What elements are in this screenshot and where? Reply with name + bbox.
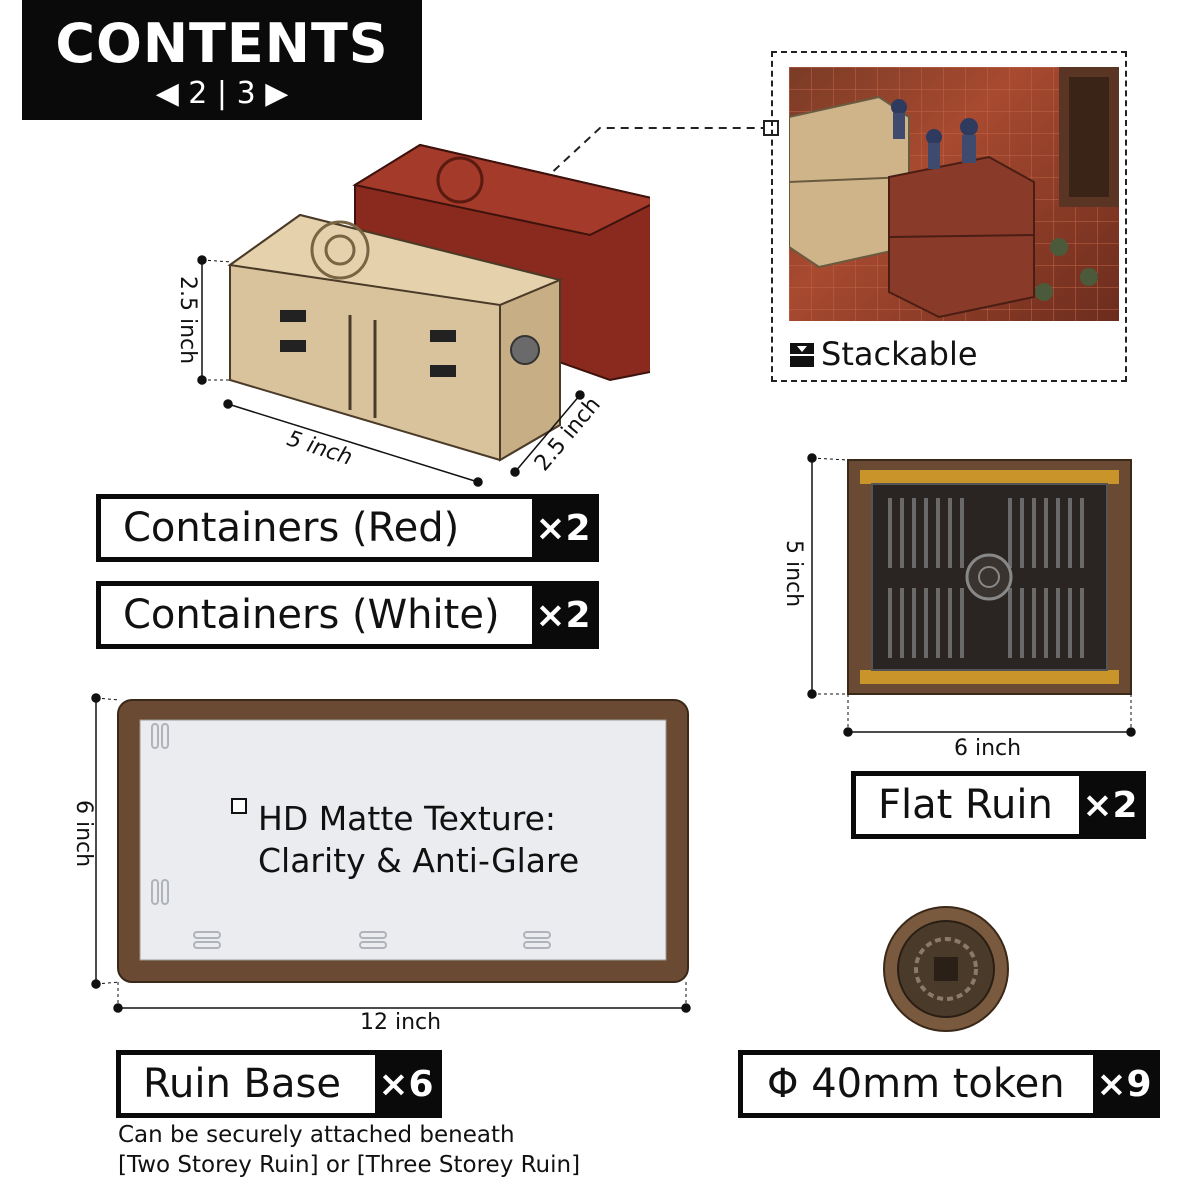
stackable-callout: Stackable: [771, 51, 1127, 382]
feature-line-2: Clarity & Anti-Glare: [258, 841, 580, 880]
containers-white-label: Containers (White) ×2: [96, 581, 599, 649]
containers-white-count: ×2: [532, 586, 594, 644]
page-pager[interactable]: ◀ 2 | 3 ▶: [155, 76, 289, 111]
ruin-base-note-2: [Two Storey Ruin] or [Three Storey Ruin]: [118, 1152, 581, 1178]
page-title: CONTENTS: [55, 12, 389, 75]
ruin-base-text: Ruin Base: [143, 1061, 341, 1107]
flat-ruin-illustration: [807, 453, 1136, 737]
containers-illustration: [197, 143, 650, 487]
containers-white-text: Containers (White): [123, 592, 500, 638]
token-label: Φ 40mm token ×9: [738, 1050, 1160, 1118]
stackable-photo: [789, 67, 1119, 321]
feature-marker: [231, 798, 247, 814]
flat-ruin-width-dim: 6 inch: [954, 736, 1022, 761]
stackable-text: Stackable: [821, 335, 978, 373]
ruin-base-label: Ruin Base ×6: [116, 1050, 442, 1118]
token-illustration: [883, 906, 1009, 1032]
feature-callout: HD Matte Texture: Clarity & Anti-Glare: [258, 798, 579, 882]
containers-red-count: ×2: [532, 499, 594, 557]
ruin-base-height-dim: 6 inch: [71, 800, 96, 868]
flat-ruin-text: Flat Ruin: [878, 782, 1053, 828]
header-banner: CONTENTS ◀ 2 | 3 ▶: [22, 0, 422, 120]
feature-line-1: HD Matte Texture:: [258, 799, 556, 838]
ruin-base-width-dim: 12 inch: [360, 1010, 442, 1035]
flat-ruin-label: Flat Ruin ×2: [851, 771, 1146, 839]
ruin-base-note-1: Can be securely attached beneath: [118, 1122, 515, 1148]
flat-ruin-count: ×2: [1079, 776, 1141, 834]
stack-icon: [790, 343, 814, 367]
container-height-dim: 2.5 inch: [175, 276, 200, 365]
token-count: ×9: [1093, 1055, 1155, 1113]
stacked-containers-illustration: [789, 67, 1119, 321]
flat-ruin-height-dim: 5 inch: [781, 540, 806, 608]
containers-red-label: Containers (Red) ×2: [96, 494, 599, 562]
ruin-base-illustration: [91, 693, 691, 1013]
stackable-label: Stackable: [789, 335, 978, 373]
containers-red-text: Containers (Red): [123, 505, 460, 551]
token-text: Φ 40mm token: [767, 1061, 1065, 1107]
ruin-base-count: ×6: [375, 1055, 437, 1113]
